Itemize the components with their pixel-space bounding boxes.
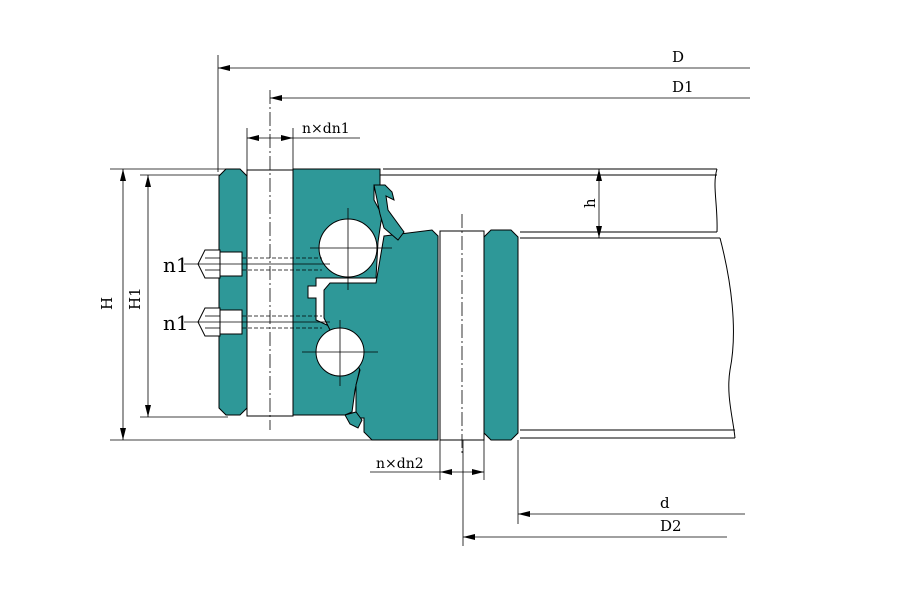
plug-top	[184, 249, 330, 279]
dimension-lines	[120, 65, 750, 540]
mounting-holes	[246, 90, 485, 456]
label-H1: H1	[126, 287, 144, 310]
cross-section-fill	[218, 168, 519, 441]
label-D1: D1	[672, 78, 694, 96]
extension-lines	[110, 55, 519, 546]
label-n-dn1: n×dn1	[302, 121, 350, 137]
seal-bottom	[344, 411, 363, 429]
label-n1-bottom: n1	[163, 311, 189, 335]
plug-bottom	[184, 307, 330, 337]
label-h: h	[581, 198, 599, 208]
inner-ring-body	[323, 229, 439, 441]
label-H: H	[98, 297, 116, 310]
label-n-dn2: n×dn2	[376, 456, 424, 472]
seal-top	[373, 184, 405, 241]
label-d: d	[660, 494, 670, 512]
label-D: D	[672, 48, 684, 66]
rolling-balls	[302, 208, 392, 386]
ring-outline	[380, 168, 736, 439]
dimension-labels: D D1 n×dn1 h H H1 n1 n1 n×dn2 d D2	[98, 48, 694, 535]
label-D2: D2	[660, 517, 682, 535]
outer-ring-left-part	[218, 168, 248, 416]
label-n1-top: n1	[163, 253, 189, 277]
inner-ring-right-part	[483, 229, 519, 441]
